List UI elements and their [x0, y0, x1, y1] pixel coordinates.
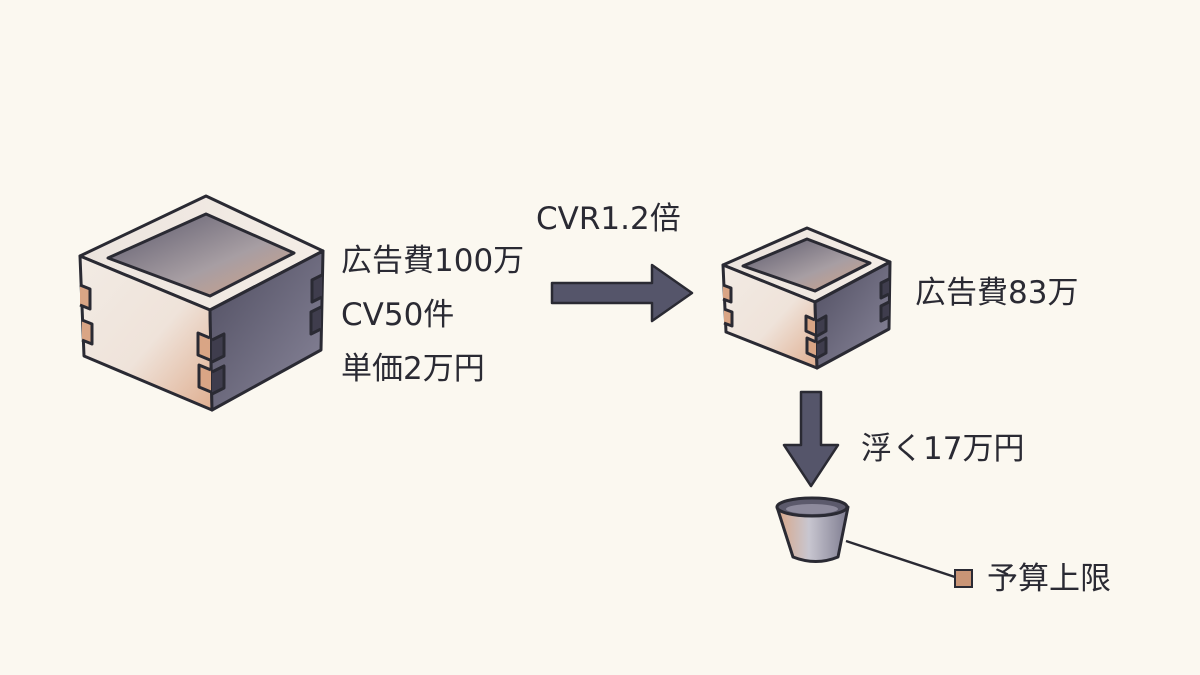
down-arrow-label: 浮く17万円 — [861, 431, 1025, 467]
small-masu-box-icon — [721, 226, 892, 370]
arrow-label: CVR1.2倍 — [536, 201, 681, 237]
cup-label: 予算上限 — [987, 561, 1111, 597]
connector-line — [845, 539, 973, 588]
left-box-line-3: 単価2万円 — [341, 351, 485, 387]
cup-icon — [775, 496, 850, 563]
left-box-line-2: CV50件 — [341, 297, 455, 333]
left-box-line-1: 広告費100万 — [341, 243, 525, 279]
down-arrow-icon — [782, 390, 840, 488]
right-box-label: 広告費83万 — [915, 275, 1079, 311]
large-masu-box-icon — [78, 194, 325, 412]
marker-square-icon — [954, 569, 973, 588]
right-arrow-icon — [550, 263, 694, 323]
